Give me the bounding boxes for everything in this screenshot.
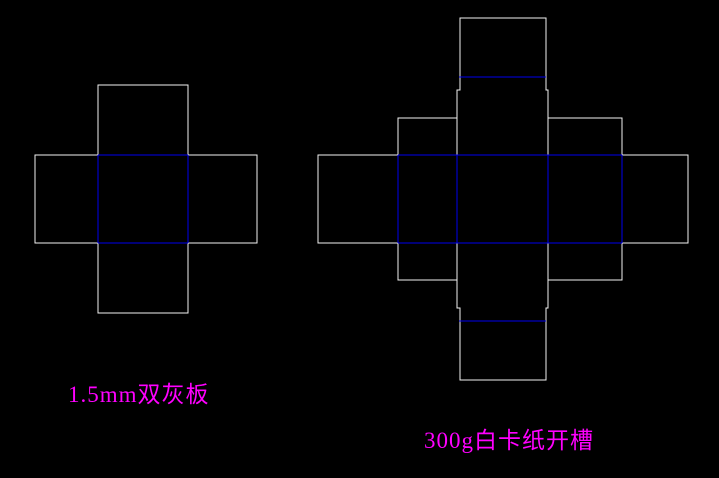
left-dieline-outline [34, 84, 258, 314]
right-dieline-outline [317, 17, 689, 381]
label-greyboard-annotation: 1.5mm双灰板 [68, 382, 210, 407]
label-whitecard-annotation: 300g白卡纸开槽 [424, 428, 594, 453]
